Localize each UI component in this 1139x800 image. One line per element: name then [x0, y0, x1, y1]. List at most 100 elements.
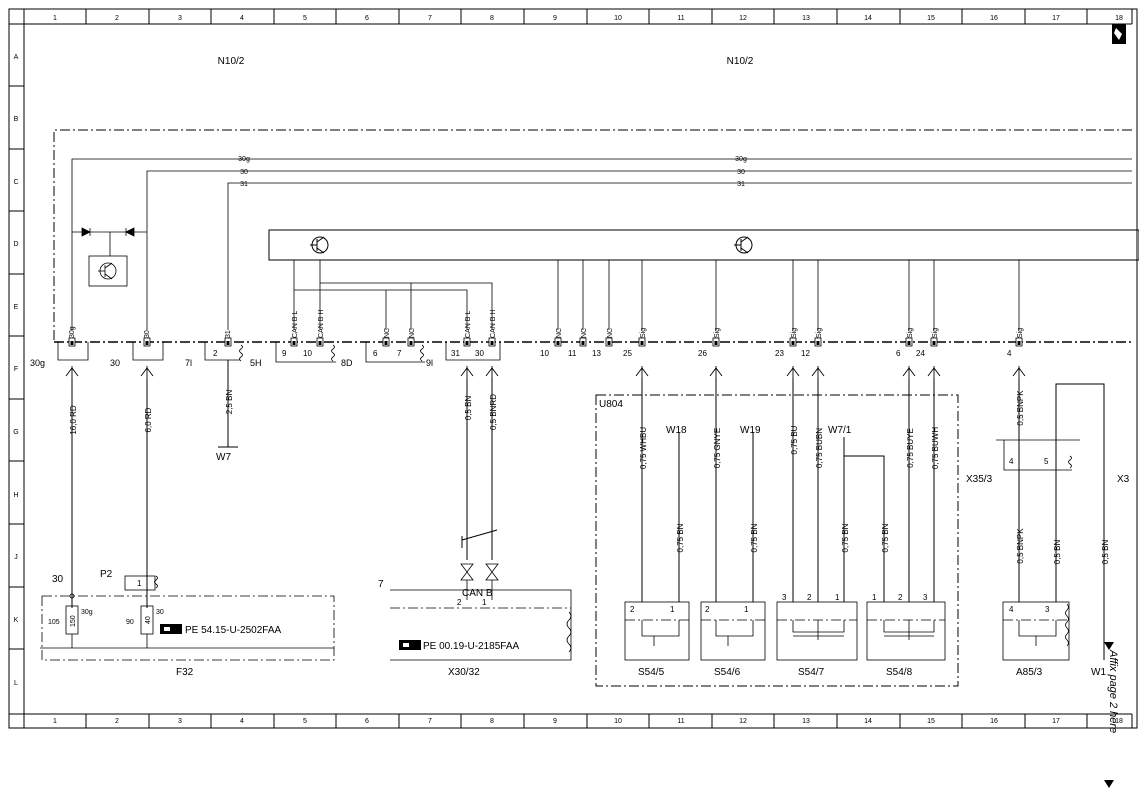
conn-9l: 9l — [426, 358, 433, 368]
ground-w7-label: W7 — [216, 452, 231, 463]
col-label: 9 — [553, 718, 557, 725]
conn-5h: 5H — [250, 358, 262, 368]
row-labels: A B C D E F G H J K L — [13, 54, 18, 687]
module-label-n10-2: N10/2 — [727, 56, 754, 67]
fuse-30: 30 — [156, 609, 164, 616]
w1-label: W1 — [1091, 667, 1106, 678]
pin-contact — [409, 341, 413, 345]
p2-pin: 1 — [137, 579, 142, 588]
x30-7: 7 — [378, 579, 384, 590]
pin-contact — [932, 341, 936, 345]
fuse-105: 105 — [48, 619, 60, 626]
x3-label: X3 — [1117, 474, 1130, 485]
col-label: 5 — [303, 15, 307, 22]
pin-can-b-l-label: CAN B L — [465, 311, 472, 338]
pin: 3 — [1045, 605, 1050, 614]
col-label: 14 — [864, 15, 872, 22]
pin: 1 — [835, 593, 840, 602]
row-label: G — [13, 429, 18, 436]
pin-contact — [640, 341, 644, 345]
grid-ticks — [9, 9, 1133, 728]
col-label: 1 — [53, 718, 57, 725]
rail-30g-label: 30g — [735, 156, 747, 163]
col-label: 8 — [490, 15, 494, 22]
s54-8-label: S54/8 — [886, 667, 913, 678]
s54-5-label: S54/5 — [638, 667, 665, 678]
wire-label: 0,5 BNRD — [489, 394, 498, 430]
connector-labels: 30g 30 7l 2 5H 9 10 8D 6 7 9l 31 30 10 1… — [30, 349, 1012, 368]
can-b-label: CAN B — [462, 588, 493, 599]
pin-can-b-h-label: CAN B H — [490, 310, 497, 338]
wire-label: 0,75 WHBU — [639, 427, 648, 469]
conn-6: 6 — [373, 349, 378, 358]
wire-label: 6,0 RD — [144, 407, 153, 432]
col-label: 4 — [240, 15, 244, 22]
row-label: H — [13, 492, 18, 499]
col-label: 18 — [1115, 718, 1123, 725]
arrow-down-icon — [1104, 642, 1114, 650]
wire-label: 16,0 RD — [69, 405, 78, 435]
conn-7l: 7l — [185, 358, 192, 368]
rail-labels: 30g 30g 30 30 31 31 — [238, 156, 747, 188]
wire-label: 2,5 BN — [225, 390, 234, 415]
row-label: C — [13, 179, 18, 186]
pin-contact — [1017, 341, 1021, 345]
hand-pointer-icon — [399, 640, 421, 650]
col-label: 3 — [178, 718, 182, 725]
drawing-frame — [8, 8, 1138, 729]
pin-contact — [384, 341, 388, 345]
column-labels-bottom: 1 2 3 4 5 6 7 8 9 10 11 12 13 14 15 16 1… — [53, 718, 1123, 725]
wire-label: 0,75 BUBN — [815, 428, 824, 468]
pin-contact — [226, 341, 230, 345]
pin-contact — [791, 341, 795, 345]
f32-fuse-box — [40, 575, 335, 661]
col-label: 17 — [1052, 15, 1060, 22]
pin-sig-label: Sig — [932, 328, 939, 338]
diode-block — [72, 227, 147, 287]
pin-contact — [714, 341, 718, 345]
lbl-30: 30 — [52, 574, 64, 585]
conn-4: 4 — [1007, 349, 1012, 358]
conn-30g: 30g — [30, 358, 45, 368]
col-label: 1 — [53, 15, 57, 22]
wire-label: 0,75 BN — [841, 523, 850, 552]
conn-7: 7 — [397, 349, 402, 358]
pin-labels: 30g 30 31 CAN B L CAN B H NC NC CAN B L … — [69, 310, 1024, 338]
col-label: 15 — [927, 15, 935, 22]
ref-pe00: PE 00.19-U-2185FAA — [423, 641, 519, 652]
pin-contact — [607, 341, 611, 345]
col-label: 15 — [927, 718, 935, 725]
switch-pin-labels: 2 1 2 1 3 2 1 1 2 3 4 3 — [630, 593, 1050, 614]
pin: 4 — [1009, 605, 1014, 614]
col-label: 12 — [739, 718, 747, 725]
socket-arrow — [635, 366, 649, 380]
hand-pointer-icon — [160, 624, 182, 634]
a85-3-label: A85/3 — [1016, 667, 1043, 678]
col-label: 7 — [428, 15, 432, 22]
col-label: 11 — [677, 718, 684, 725]
col-label: 11 — [677, 15, 684, 22]
pin-sig-label: Sig — [1017, 328, 1024, 338]
wire-label: 0,75 BUYE — [906, 428, 915, 468]
col-label: 10 — [614, 718, 622, 725]
conn-31: 31 — [451, 349, 460, 358]
x30-pin2: 2 — [457, 598, 462, 607]
w19-label: W19 — [740, 425, 761, 436]
conn-30: 30 — [110, 358, 120, 368]
wire-label: 0,5 BNPK — [1016, 528, 1025, 564]
col-label: 6 — [365, 15, 369, 22]
wire-label: 0,75 BU — [790, 425, 799, 454]
row-label: B — [14, 116, 19, 123]
col-label: 13 — [802, 718, 810, 725]
col-label: 9 — [553, 15, 557, 22]
fuse-40: 40 — [145, 616, 152, 624]
col-label: 17 — [1052, 718, 1060, 725]
row-label: E — [14, 304, 19, 311]
wire-labels: 16,0 RD 6,0 RD 2,5 BN 0,5 BN 0,5 BNRD 0,… — [69, 390, 1110, 565]
conn-10: 10 — [303, 349, 312, 358]
arrow-down-icon — [1104, 780, 1114, 788]
socket-arrow — [460, 366, 474, 380]
pin: 2 — [898, 593, 903, 602]
x35-3-label: X35/3 — [966, 474, 993, 485]
pin-contact — [292, 341, 296, 345]
